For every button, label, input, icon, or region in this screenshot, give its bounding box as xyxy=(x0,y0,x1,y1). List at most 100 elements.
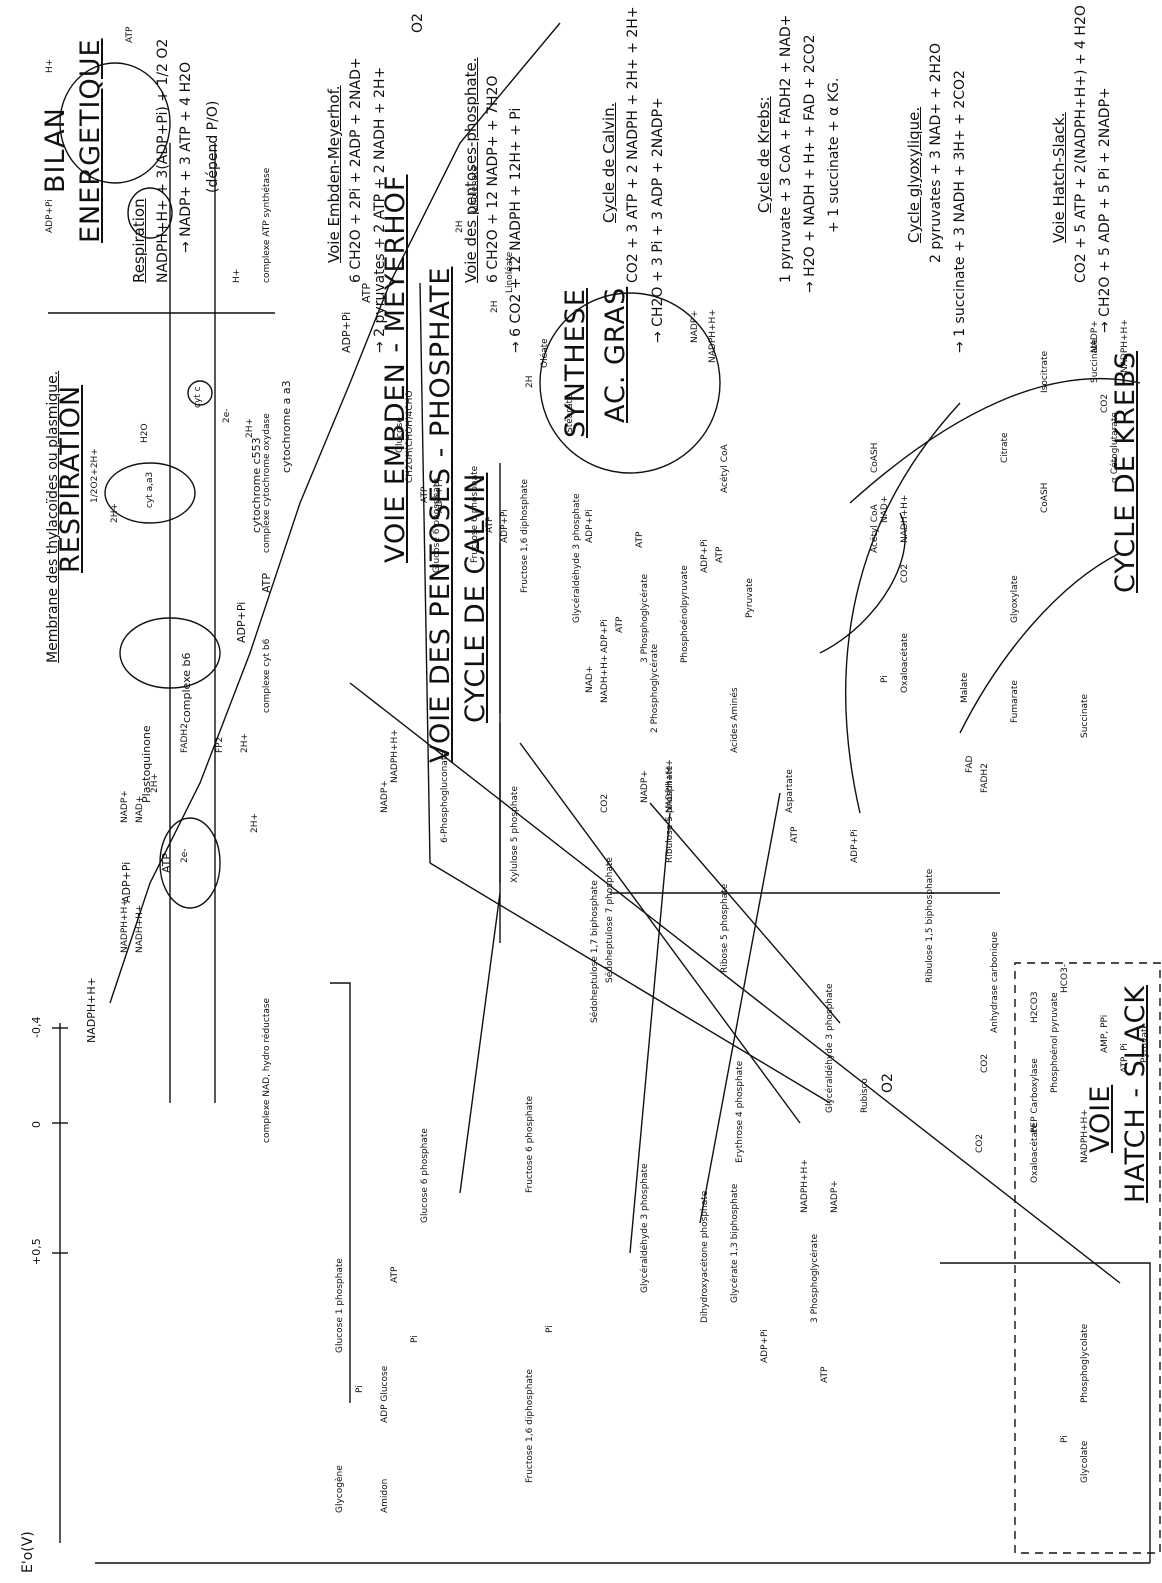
fatty-node: Linoléate xyxy=(505,252,515,293)
krebs-node: NADH+H+ xyxy=(900,495,910,543)
fatty-node: 2H xyxy=(525,376,535,389)
krebs-node: FADH2 xyxy=(980,763,990,793)
bilan-krebs-head: Cycle de Krebs: xyxy=(755,96,773,213)
hatch-node: HCO3- xyxy=(1060,964,1070,993)
bilan-respiration-note: (dépend P/O) xyxy=(205,101,221,193)
membrane-label: FADH2 xyxy=(180,723,190,753)
pentose-node: Fructose 1,6 diphosphate xyxy=(525,1369,535,1483)
calvin-node: Phosphoglycolate xyxy=(1080,1324,1090,1403)
resp-label: ATP xyxy=(260,573,273,593)
pentose-node: Ribose 5 phosphate xyxy=(720,884,730,973)
bilan-respiration-head: Respiration xyxy=(130,198,148,283)
krebs-node: NADPH+H+ xyxy=(1120,319,1130,373)
calvin-node: NADPH+H+ xyxy=(800,1159,810,1213)
krebs-node: Acétyl CoA xyxy=(870,504,880,553)
membrane-label: cyt a,a3 xyxy=(145,472,155,508)
membrane-label: NADP+ xyxy=(120,790,130,823)
axis-tick-label: +0,5 xyxy=(30,1238,43,1265)
membrane-label: 2e- xyxy=(180,848,190,863)
membrane-complex: complexe NAD, hydro réductase xyxy=(262,998,272,1143)
pentose-node: Sédoheptulose 7 phosphate xyxy=(605,857,615,983)
embden-node: Fructose 1,6 diphosphate xyxy=(520,479,530,593)
embden-node: Glucose 6 phosphate xyxy=(432,478,442,573)
calvin-node: Rubisco xyxy=(860,1078,870,1113)
embden-node: 2 Phosphoglycérate xyxy=(650,644,660,733)
krebs-node: Oxaloacétate xyxy=(900,633,910,693)
krebs-node: CoASH xyxy=(1040,483,1050,513)
pentose-node: ADP Glucose xyxy=(380,1366,390,1423)
bilan-krebs-eq1: 1 pyruvate + 3 CoA + FADH2 + NAD+ xyxy=(778,15,794,283)
calvin-node: Ribulose 1,5 biphosphate xyxy=(925,869,935,983)
krebs-node: NAD+ xyxy=(880,496,890,523)
bilan-glyox-head: Cycle glyoxylique. xyxy=(905,107,923,243)
title-membrane: Membrane des thylacoïdes ou plasmique. xyxy=(45,371,61,663)
membrane-label: NADPH+H+ xyxy=(120,899,130,953)
axis-tick-label: 0 xyxy=(30,1121,43,1128)
embden-node: ATP xyxy=(715,547,725,563)
calvin-node: O2 xyxy=(880,1073,896,1093)
fatty-node: Oléate xyxy=(540,338,550,368)
fatty-node: Linolénate xyxy=(470,166,480,213)
membrane-label: H+ xyxy=(232,269,242,283)
calvin-node: CO2 xyxy=(975,1134,985,1153)
calvin-node: Glycérate 1,3 biphosphate xyxy=(730,1184,740,1303)
bilan-pentoses-eq2: → 6 CO2 + 12 NADPH + 12H+ + Pi xyxy=(508,108,524,353)
membrane-label: 2e- xyxy=(222,408,232,423)
embden-node: Glucose xyxy=(395,417,405,453)
pentose-node: CO2 xyxy=(600,794,610,813)
resp-label: O2 xyxy=(410,13,426,33)
pentose-node: ATP xyxy=(790,827,800,843)
pentose-node: Erythrose 4 phosphate xyxy=(735,1061,745,1163)
bilan-embden-head: Voie Embden-Meyerhof. xyxy=(325,85,343,263)
pentose-node: NADP+ xyxy=(640,770,650,803)
bilan-hatch-eq2: → CH2O + 5 ADP + 5 Pi + 2NADP+ xyxy=(1097,87,1113,333)
membrane-label: 2H+ xyxy=(245,418,255,438)
embden-node: CH2OH(CHOH)4CHO xyxy=(405,391,415,483)
hatch-node: Pyruvate xyxy=(1140,1023,1150,1063)
calvin-node: Pi xyxy=(1060,1435,1070,1443)
calvin-node: NADP+ xyxy=(830,1180,840,1213)
fatty-node: Acétyl CoA xyxy=(720,444,730,493)
krebs-arc-2 xyxy=(846,403,960,813)
pentose-node: Pi xyxy=(545,1325,555,1333)
embden-node: ADP+Pi xyxy=(700,539,710,573)
bilan-embden-eq2: → 2 pyruvates + 2 ATP + 2 NADH + 2H+ xyxy=(372,67,388,353)
bilan-glyox-eq2: → 1 succinate + 3 NADH + 3H+ + 2CO2 xyxy=(952,70,968,353)
pentose-node: Xylulose 5 phosphate xyxy=(510,786,520,883)
title-bilan: BILAN xyxy=(40,107,71,193)
pentose-node: Glucose 6 phosphate xyxy=(420,1128,430,1223)
resp-label: ADP+Pi xyxy=(235,602,248,643)
fatty-node: ADP+Pi xyxy=(585,509,595,543)
pentose-node: Ribulose 5 phosphate xyxy=(665,766,675,863)
fatty-node: NADP+ xyxy=(690,310,700,343)
krebs-node: Succinate xyxy=(1080,694,1090,738)
bilan-pentoses-eq1: 6 CH2O + 12 NADP+ + 7H2O xyxy=(485,76,501,283)
membrane-label: ADP+Pi xyxy=(45,199,55,233)
fatty-node: Stéarate xyxy=(565,394,575,433)
embden-node: Acides Aminés xyxy=(730,687,740,753)
embden-node: ATP xyxy=(485,517,495,533)
pentose-link xyxy=(460,893,500,1193)
membrane-label: cyt c xyxy=(193,386,203,408)
embden-node: ADP+Pi xyxy=(600,619,610,653)
membrane-label: ATP xyxy=(125,27,135,43)
pentose-node: Glucose 1 phosphate xyxy=(335,1258,345,1353)
title-hatch-slack: HATCH - SLACK xyxy=(1120,985,1151,1203)
krebs-node: FAD xyxy=(965,756,975,773)
resp-label: complexe b6 xyxy=(180,652,193,723)
membrane-label: 2H+ xyxy=(240,733,250,753)
axis-label: E'o(V) xyxy=(20,1531,36,1573)
krebs-arc-1 xyxy=(850,379,1140,503)
krebs-node: Malate xyxy=(960,673,970,703)
resp-label: NADPH+H+ xyxy=(85,977,98,1043)
pentose-node: NADPH+H+ xyxy=(390,729,400,783)
membrane-label: 2H+ xyxy=(110,503,120,523)
bilan-krebs-eq2: → H2O + NADH + H+ + FAD + 2CO2 xyxy=(802,34,818,293)
bilan-hatch-head: Voie Hatch-Slack. xyxy=(1050,112,1068,243)
embden-node: NAD+ xyxy=(585,666,595,693)
pentose-node: Amidon xyxy=(380,1479,390,1513)
fatty-node: 2H xyxy=(455,221,465,234)
membrane-complex: complexe cytochrome oxydase xyxy=(262,413,272,553)
embden-node: 3 Phosphoglycérate xyxy=(640,574,650,663)
